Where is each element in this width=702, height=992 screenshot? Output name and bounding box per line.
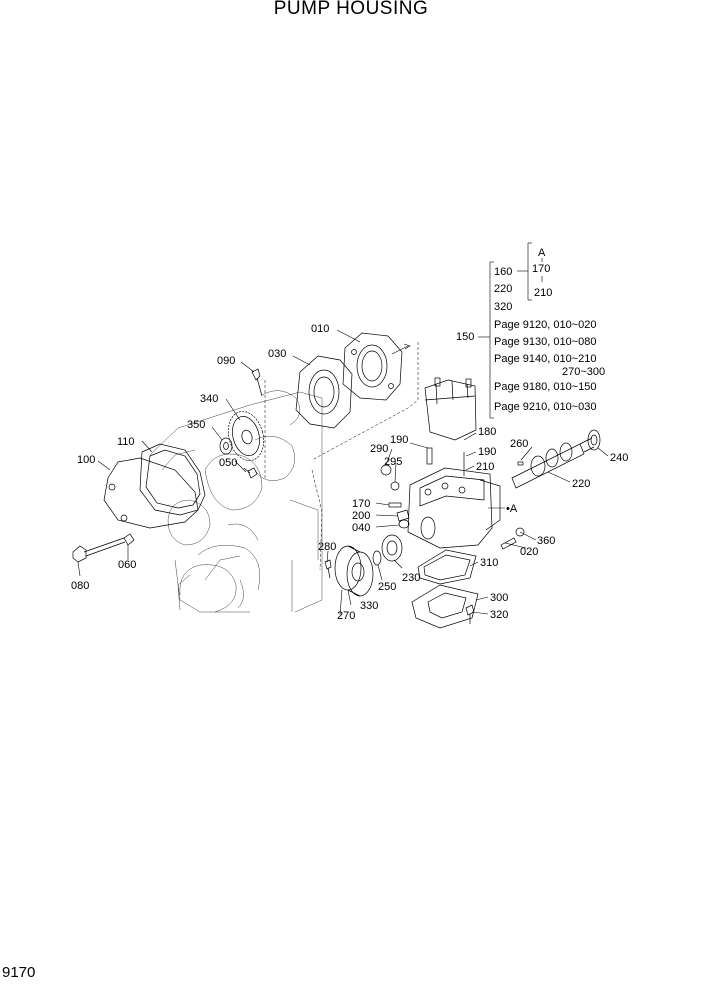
callout-230: 230 — [402, 572, 420, 584]
pump-housing-body — [407, 467, 501, 549]
bearing-230 — [381, 534, 403, 562]
page-number: 9170 — [2, 964, 36, 981]
callout-190-left: 190 — [390, 434, 408, 446]
bolt-090 — [251, 368, 263, 397]
bolt-060 — [123, 533, 135, 546]
callout-170-list: 170 — [532, 263, 550, 275]
bottom-cover — [411, 584, 479, 629]
callout-040: 040 — [352, 522, 370, 534]
callout-060: 060 — [118, 559, 136, 571]
callout-220: 220 — [572, 478, 590, 490]
callout-270: 270 — [337, 610, 355, 622]
reference-marker-a-end: •A — [506, 503, 518, 515]
reference-marker-a: A — [538, 247, 546, 259]
page-ref-9180: Page 9180, 010~150 — [494, 381, 596, 393]
page-ref-9120: Page 9120, 010~020 — [494, 319, 596, 331]
callout-240: 240 — [610, 452, 628, 464]
callout-260: 260 — [510, 438, 528, 450]
callout-180: 180 — [478, 426, 496, 438]
adapter-plate-030 — [295, 355, 353, 429]
callout-295: 295 — [384, 456, 402, 468]
callout-160: 160 — [494, 266, 512, 278]
long-bolt-080 — [72, 537, 126, 563]
camshaft — [511, 437, 595, 489]
drive-flange-330 — [334, 545, 374, 597]
callout-310: 310 — [480, 557, 498, 569]
callout-290: 290 — [370, 443, 388, 455]
leader-lines — [77, 242, 609, 616]
bolt-050 — [243, 467, 258, 479]
callout-300: 300 — [490, 592, 508, 604]
cover-gasket — [139, 443, 206, 516]
callout-190-right: 190 — [478, 446, 496, 458]
callout-090: 090 — [217, 355, 235, 367]
callout-050: 050 — [219, 457, 237, 469]
oil-seal-250 — [372, 550, 382, 566]
pump-drive-gear — [228, 411, 264, 461]
callout-210: 210 — [476, 461, 494, 473]
bolt-280 — [324, 559, 332, 579]
callout-200: 200 — [352, 510, 370, 522]
callout-330: 330 — [360, 600, 378, 612]
callout-080: 080 — [71, 580, 89, 592]
bolt-020 — [500, 537, 517, 550]
page-ref-9210: Page 9210, 010~030 — [494, 401, 596, 413]
page-title: PUMP HOUSING — [273, 0, 429, 19]
callout-150: 150 — [456, 331, 474, 343]
bolt-360 — [515, 527, 525, 537]
callout-320-list: 320 — [494, 301, 512, 313]
housing-gasket — [417, 549, 477, 585]
small-plugs — [380, 464, 410, 529]
callout-100: 100 — [77, 454, 95, 466]
callout-020: 020 — [520, 546, 538, 558]
callout-280: 280 — [318, 541, 336, 553]
callout-320: 320 — [490, 609, 508, 621]
callout-210-list: 210 — [534, 287, 552, 299]
callout-030: 030 — [268, 348, 286, 360]
page-ref-9130: Page 9130, 010~080 — [494, 336, 596, 348]
plunger-springs — [426, 447, 465, 476]
gear-nut — [219, 437, 233, 455]
page-ref-9140-cont: 270~300 — [562, 366, 605, 378]
bearing-240 — [587, 429, 601, 451]
callout-labels: 010 030 090 340 350 110 100 050 060 080 … — [71, 247, 628, 622]
flange-plate-010 — [342, 332, 403, 401]
callout-110: 110 — [117, 436, 135, 448]
delivery-valve-holder — [424, 377, 477, 441]
callout-340: 340 — [200, 393, 218, 405]
callout-170: 170 — [352, 498, 370, 510]
callout-350: 350 — [187, 419, 205, 431]
callout-250: 250 — [378, 581, 396, 593]
engine-block-outline — [149, 390, 323, 613]
key-260 — [517, 461, 524, 466]
callout-010: 010 — [311, 323, 329, 335]
callout-220-list: 220 — [494, 283, 512, 295]
page-ref-9140: Page 9140, 010~210 — [494, 353, 596, 365]
front-cover — [103, 457, 199, 529]
callout-360: 360 — [537, 535, 555, 547]
